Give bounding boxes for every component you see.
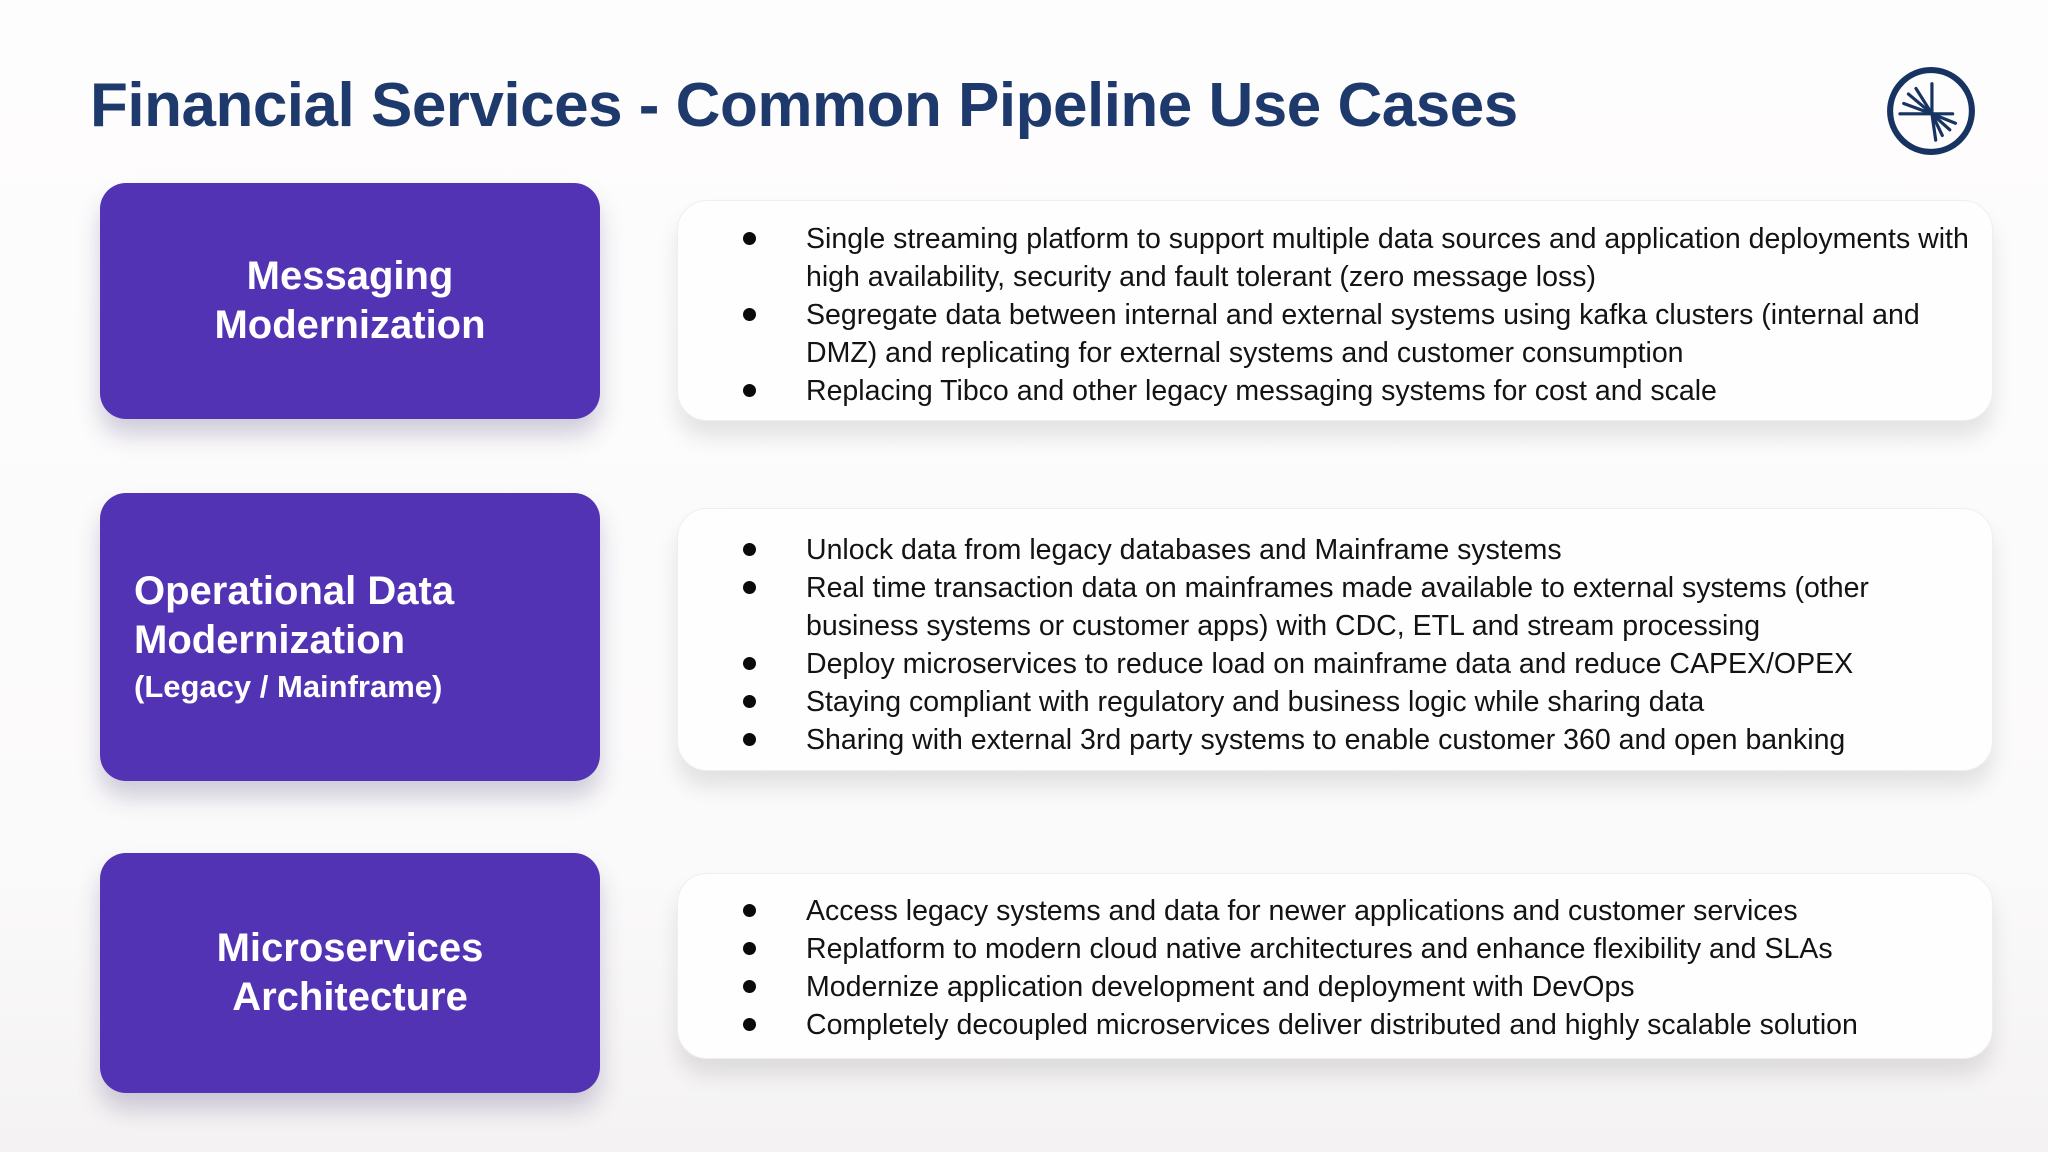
bullet-item: Replacing Tibco and other legacy messagi… [678, 372, 1992, 410]
bullet-item: Sharing with external 3rd party systems … [678, 721, 1992, 759]
bullet-item: Access legacy systems and data for newer… [678, 892, 1992, 930]
use-case-box-operational-data-modernization: Operational Data Modernization (Legacy / … [100, 493, 600, 781]
confluent-logo-icon [1884, 64, 1978, 158]
use-case-box-subtitle: (Legacy / Mainframe) [134, 668, 443, 704]
bullet-card-messaging-modernization: Single streaming platform to support mul… [677, 200, 1993, 421]
bullet-item: Replatform to modern cloud native archit… [678, 930, 1992, 968]
use-case-box-messaging-modernization: Messaging Modernization [100, 183, 600, 419]
use-case-box-title: Operational Data Modernization [134, 569, 455, 662]
bullet-list: Access legacy systems and data for newer… [678, 892, 1992, 1044]
bullet-item: Segregate data between internal and exte… [678, 296, 1992, 372]
bullet-card-operational-data-modernization: Unlock data from legacy databases and Ma… [677, 508, 1993, 771]
page-title: Financial Services - Common Pipeline Use… [90, 70, 1518, 140]
use-case-box-title: Microservices Architecture [216, 926, 484, 1019]
bullet-item: Real time transaction data on mainframes… [678, 569, 1992, 645]
use-case-box-microservices-architecture: Microservices Architecture [100, 853, 600, 1093]
bullet-list: Unlock data from legacy databases and Ma… [678, 531, 1992, 759]
use-case-box-title: Messaging Modernization [214, 254, 486, 347]
bullet-item: Deploy microservices to reduce load on m… [678, 645, 1992, 683]
bullet-item: Staying compliant with regulatory and bu… [678, 683, 1992, 721]
bullet-card-microservices-architecture: Access legacy systems and data for newer… [677, 873, 1993, 1059]
bullet-item: Completely decoupled microservices deliv… [678, 1006, 1992, 1044]
bullet-item: Unlock data from legacy databases and Ma… [678, 531, 1992, 569]
bullet-item: Modernize application development and de… [678, 968, 1992, 1006]
bullet-list: Single streaming platform to support mul… [678, 220, 1992, 410]
bullet-item: Single streaming platform to support mul… [678, 220, 1992, 296]
